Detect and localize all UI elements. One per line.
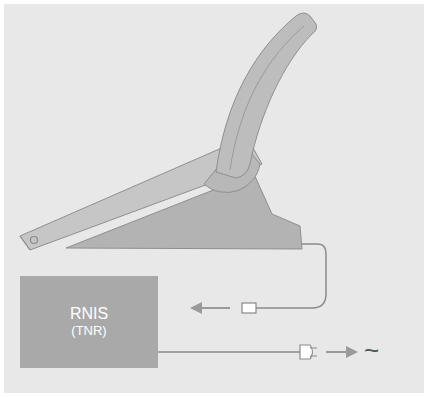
power-plug xyxy=(300,345,317,359)
power-arrow-head xyxy=(346,346,358,358)
plug-arrow-head xyxy=(190,302,202,314)
plug-arrow xyxy=(200,307,230,309)
power-arrow xyxy=(326,351,348,353)
phone-body-edge xyxy=(20,236,30,250)
phone-button xyxy=(31,237,38,244)
phone-cable xyxy=(256,244,326,308)
box-title: RNIS xyxy=(70,305,108,323)
ac-symbol: ~ xyxy=(364,337,379,363)
power-cord xyxy=(158,351,300,353)
rj-plug xyxy=(242,303,256,313)
box-subtitle: (TNR) xyxy=(71,324,106,339)
phone-handset xyxy=(216,13,317,178)
phone-handset-edge xyxy=(230,26,304,170)
network-box: RNIS(TNR) xyxy=(20,276,158,368)
